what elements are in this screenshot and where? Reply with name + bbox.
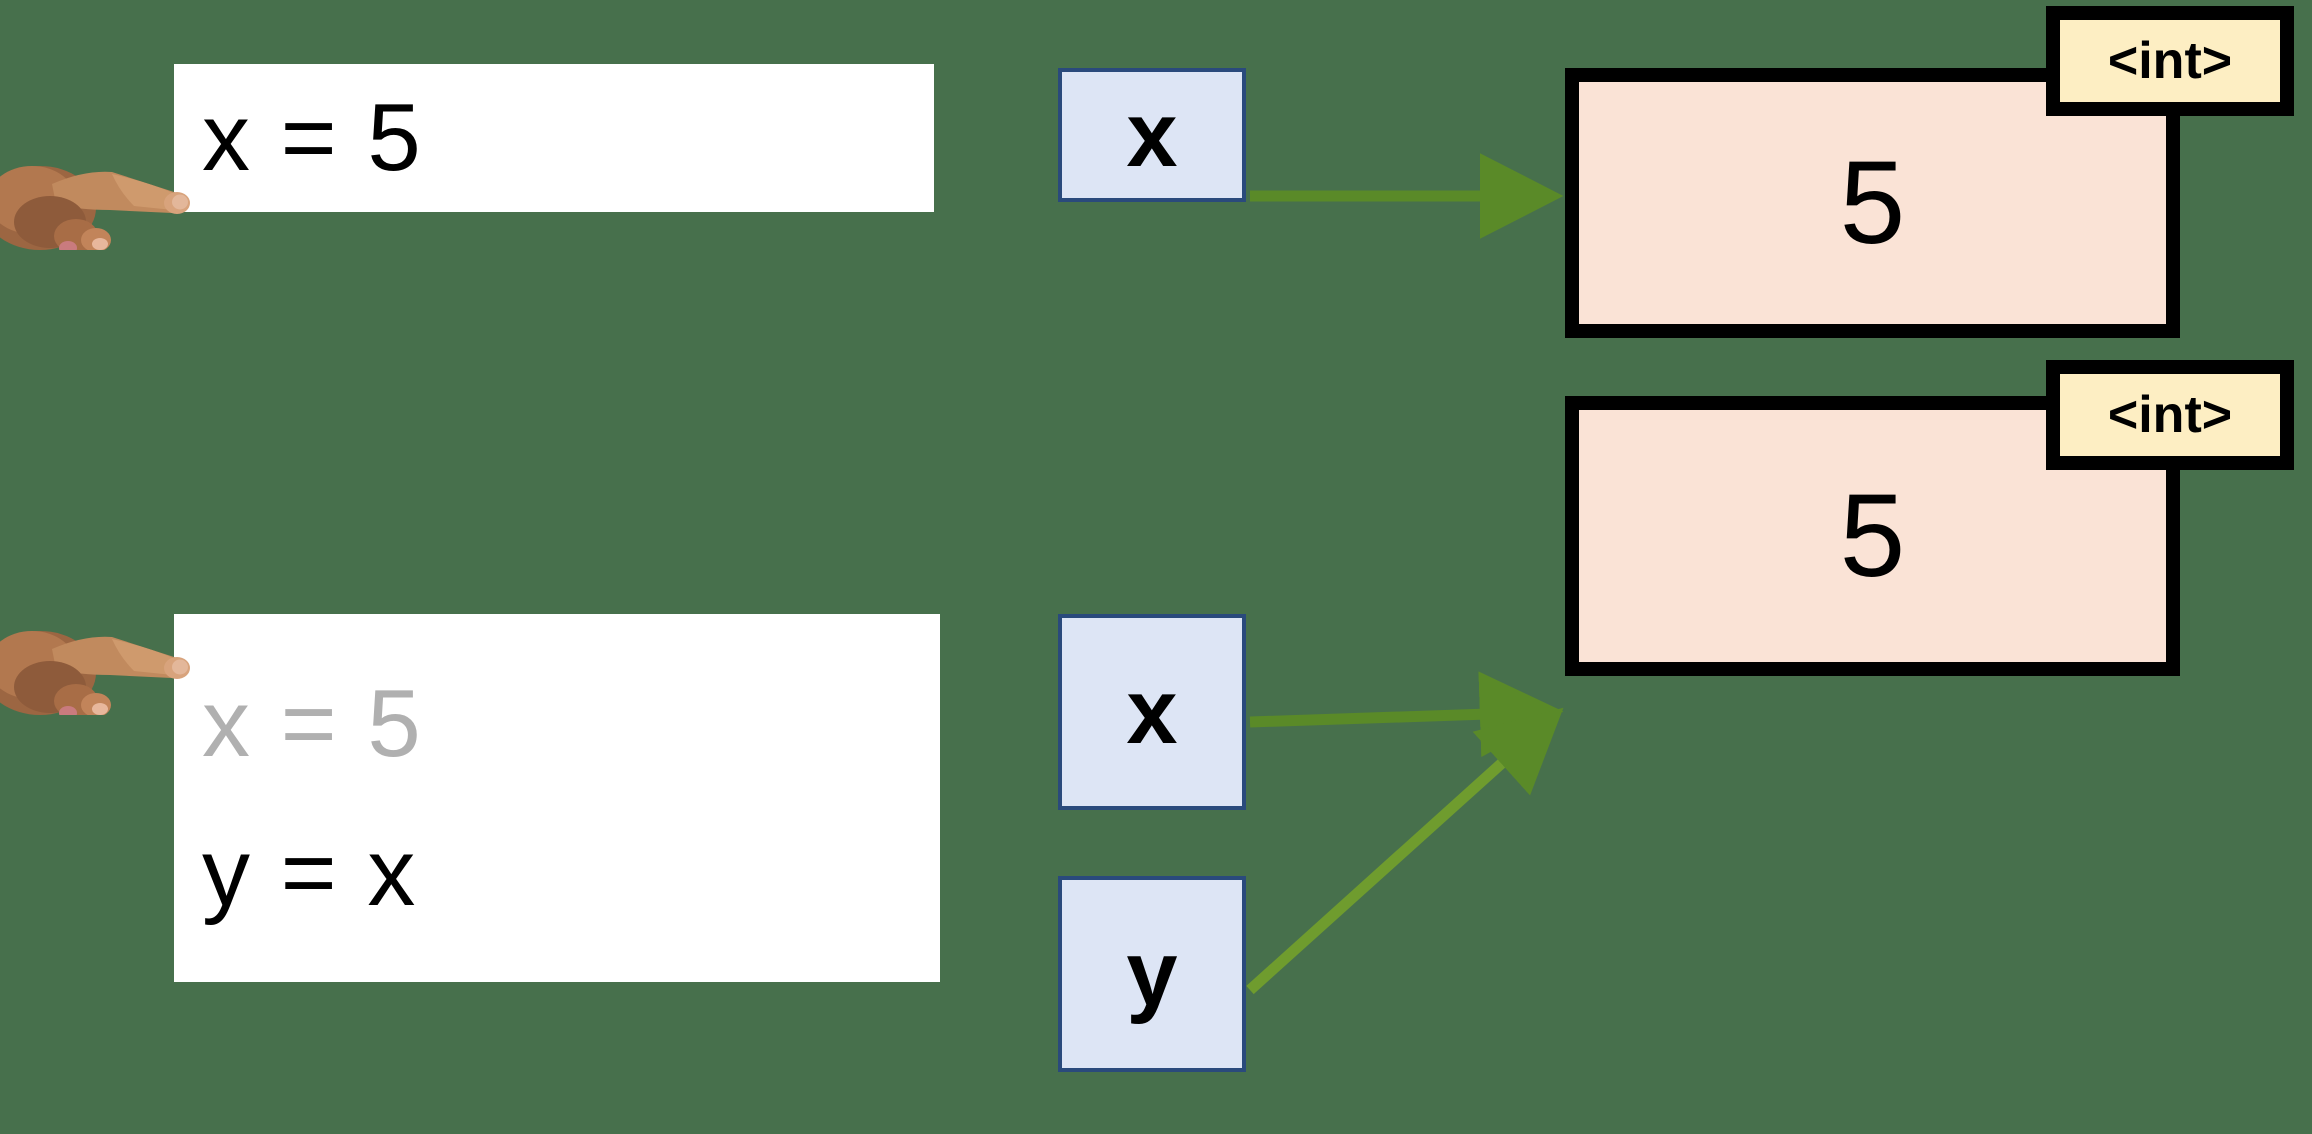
- arrow-x-to-value-step2: [1249, 671, 1564, 758]
- type-tag-int-step1: <int>: [2046, 6, 2294, 116]
- variable-box-y-step2[interactable]: y: [1058, 876, 1246, 1072]
- code-panel-step1: x = 5: [174, 64, 934, 212]
- variable-label: y: [1126, 923, 1178, 1025]
- code-line: y = x: [202, 819, 418, 926]
- code-panel-step2: x = 5 y = x: [174, 614, 940, 982]
- pointing-hand-icon: [0, 565, 192, 720]
- code-line-dim: x = 5: [202, 669, 423, 777]
- type-tag-int-step2: <int>: [2046, 360, 2294, 470]
- type-tag-label: <int>: [2107, 32, 2233, 90]
- pointing-hand-icon: [0, 100, 192, 255]
- variable-box-x-step1[interactable]: x: [1058, 68, 1246, 202]
- arrow-y-to-value-step2: [1246, 707, 1564, 995]
- variable-label: x: [1126, 661, 1178, 763]
- variable-label: x: [1126, 84, 1178, 186]
- code-line: x = 5: [202, 84, 423, 192]
- code-line-spacer: [202, 780, 940, 816]
- value-text: 5: [1839, 137, 1906, 269]
- type-tag-label: <int>: [2107, 386, 2233, 444]
- value-text: 5: [1839, 470, 1906, 602]
- variable-box-x-step2[interactable]: x: [1058, 614, 1246, 810]
